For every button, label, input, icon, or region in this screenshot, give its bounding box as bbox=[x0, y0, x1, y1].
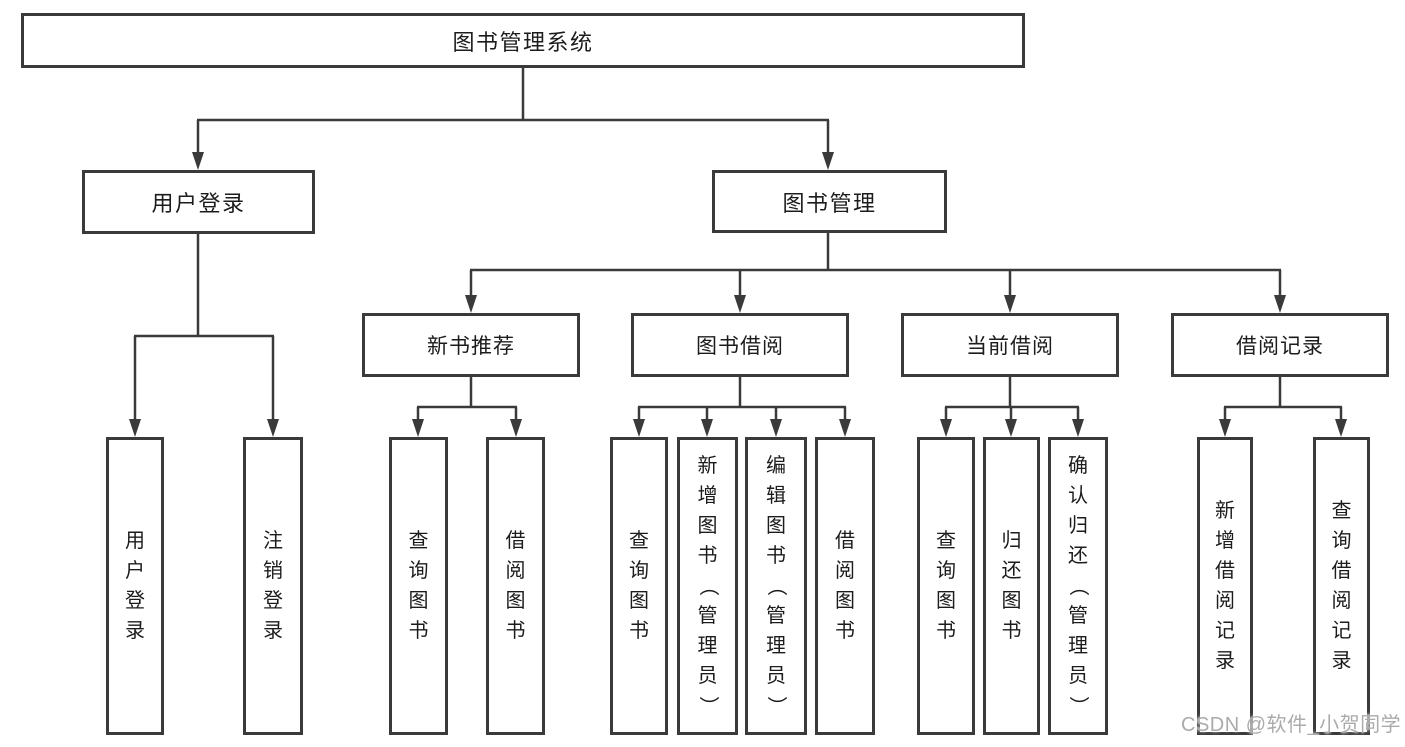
leaf-logout: 注销登录 bbox=[243, 437, 303, 735]
leaf-add-borrow-record: 新增借阅记录 bbox=[1197, 437, 1253, 735]
node-book-management-label: 图书管理 bbox=[782, 190, 877, 216]
leaf-current-query-books-label: 查询图书 bbox=[936, 530, 956, 642]
node-current-borrowing: 当前借阅 bbox=[901, 313, 1119, 377]
watermark-text: CSDN @软件_小贺同学 bbox=[1181, 714, 1402, 736]
node-new-book-recommendation-label: 新书推荐 bbox=[427, 335, 515, 358]
leaf-recommend-borrow-books: 借阅图书 bbox=[486, 437, 545, 735]
arrow-down-icon bbox=[839, 419, 851, 437]
arrow-down-icon bbox=[633, 419, 645, 437]
arrow-down-icon bbox=[1274, 295, 1286, 313]
leaf-borrowing-query-books: 查询图书 bbox=[610, 437, 668, 735]
leaf-recommend-query-books: 查询图书 bbox=[389, 437, 448, 735]
node-borrowing-records: 借阅记录 bbox=[1171, 313, 1389, 377]
node-root: 图书管理系统 bbox=[21, 13, 1025, 68]
arrow-down-icon bbox=[734, 295, 746, 313]
arrow-down-icon bbox=[267, 419, 279, 437]
leaf-borrowing-borrow-books-label: 借阅图书 bbox=[835, 530, 855, 642]
arrow-down-icon bbox=[1072, 419, 1084, 437]
leaf-query-borrow-record: 查询借阅记录 bbox=[1313, 437, 1370, 735]
node-user-login: 用户登录 bbox=[82, 170, 315, 234]
leaf-add-books-admin-label: 新增图书（管理员） bbox=[696, 455, 719, 716]
node-new-book-recommendation: 新书推荐 bbox=[362, 313, 580, 377]
node-book-borrowing-label: 图书借阅 bbox=[696, 335, 784, 358]
leaf-current-query-books: 查询图书 bbox=[917, 437, 975, 735]
arrow-down-icon bbox=[1005, 419, 1017, 437]
leaf-user-login-label: 用户登录 bbox=[125, 530, 145, 642]
arrow-down-icon bbox=[940, 419, 952, 437]
leaf-query-borrow-record-label: 查询借阅记录 bbox=[1331, 500, 1352, 672]
leaf-recommend-borrow-books-label: 借阅图书 bbox=[505, 530, 526, 642]
arrow-down-icon bbox=[129, 419, 141, 437]
node-root-label: 图书管理系统 bbox=[452, 29, 594, 55]
leaf-borrowing-borrow-books: 借阅图书 bbox=[815, 437, 875, 735]
leaf-return-books-label: 归还图书 bbox=[1001, 530, 1022, 642]
arrow-down-icon bbox=[1335, 419, 1347, 437]
arrow-down-icon bbox=[510, 419, 522, 437]
node-borrowing-records-label: 借阅记录 bbox=[1236, 335, 1324, 358]
leaf-edit-books-admin-label: 编辑图书（管理员） bbox=[765, 455, 787, 716]
node-user-login-label: 用户登录 bbox=[151, 191, 246, 216]
arrow-down-icon bbox=[822, 152, 834, 170]
arrow-down-icon bbox=[770, 419, 782, 437]
leaf-confirm-return-admin: 确认归还（管理员） bbox=[1048, 437, 1108, 735]
leaf-user-login: 用户登录 bbox=[106, 437, 164, 735]
arrow-down-icon bbox=[192, 152, 204, 170]
node-book-borrowing: 图书借阅 bbox=[631, 313, 849, 377]
arrow-down-icon bbox=[701, 419, 713, 437]
node-current-borrowing-label: 当前借阅 bbox=[966, 335, 1054, 358]
arrow-down-icon bbox=[1219, 419, 1231, 437]
leaf-add-books-admin: 新增图书（管理员） bbox=[677, 437, 738, 735]
leaf-logout-label: 注销登录 bbox=[263, 530, 283, 642]
leaf-confirm-return-admin-label: 确认归还（管理员） bbox=[1067, 455, 1089, 716]
leaf-recommend-query-books-label: 查询图书 bbox=[408, 530, 429, 642]
leaf-borrowing-query-books-label: 查询图书 bbox=[629, 530, 649, 642]
arrow-down-icon bbox=[465, 295, 477, 313]
node-book-management: 图书管理 bbox=[712, 170, 947, 233]
leaf-add-borrow-record-label: 新增借阅记录 bbox=[1215, 500, 1235, 672]
arrow-down-icon bbox=[412, 419, 424, 437]
leaf-edit-books-admin: 编辑图书（管理员） bbox=[745, 437, 807, 735]
arrow-down-icon bbox=[1004, 295, 1016, 313]
leaf-return-books: 归还图书 bbox=[983, 437, 1040, 735]
